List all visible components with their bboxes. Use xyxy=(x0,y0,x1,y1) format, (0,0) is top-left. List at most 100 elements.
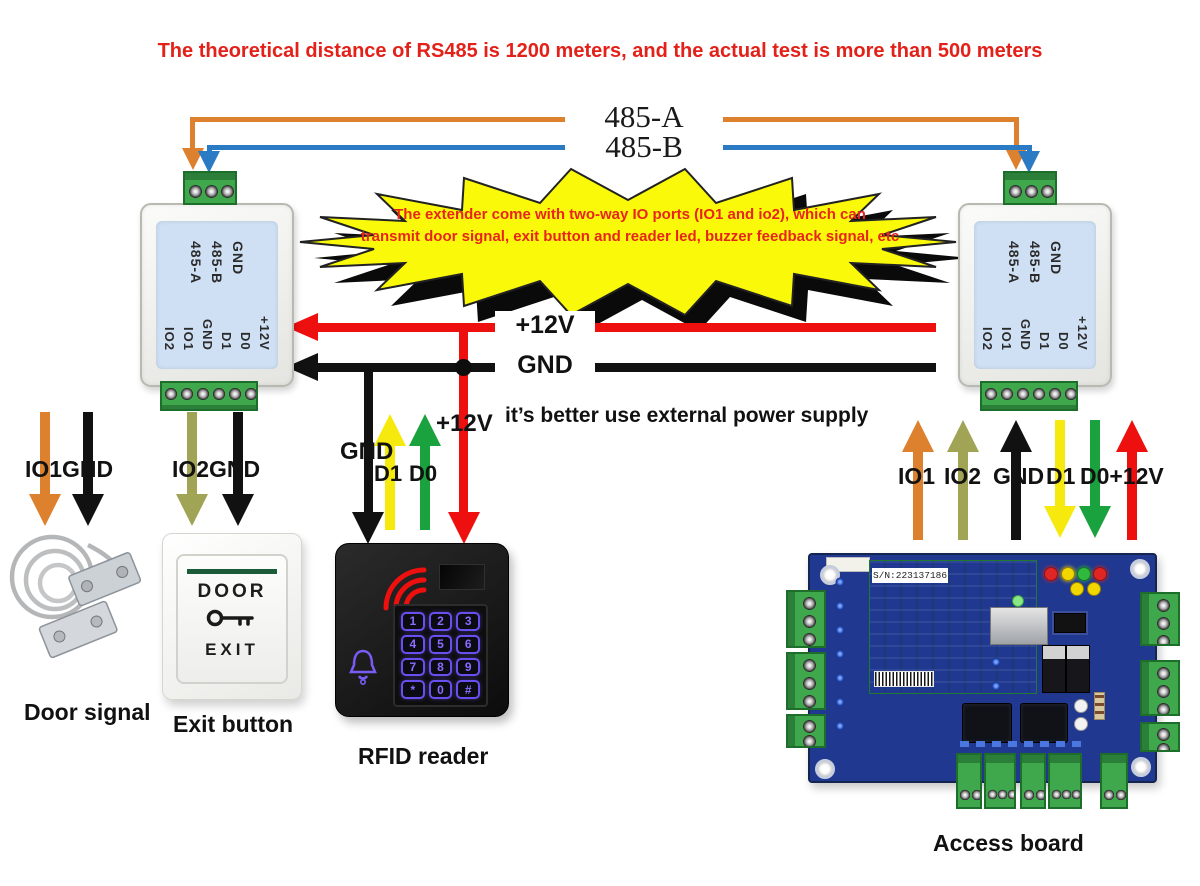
wire-485a-drop-left xyxy=(190,117,195,150)
capacitor-column xyxy=(834,571,846,737)
capacitor xyxy=(1074,717,1088,731)
io2-wire xyxy=(187,412,197,496)
port-label: 485-A xyxy=(188,241,204,285)
port-label: GND xyxy=(230,241,246,276)
page-title: The theoretical distance of RS485 is 120… xyxy=(157,40,1043,62)
board-12v-arrow xyxy=(1116,420,1148,452)
reader-d0-arrow xyxy=(409,414,441,446)
rfid-key: 9 xyxy=(456,657,480,677)
board-left-terminal xyxy=(786,652,826,710)
port-label: D0 xyxy=(1056,332,1071,351)
right-extender-top-ports: GND 485-B 485-A xyxy=(974,241,1096,284)
mounting-hole xyxy=(1131,757,1151,777)
port-label: +12V xyxy=(257,316,272,351)
rfid-key: # xyxy=(456,680,480,699)
rfid-key: 3 xyxy=(456,612,480,631)
serial-number-label: S/N:223137186 xyxy=(872,568,948,583)
exit-button-label: Exit button xyxy=(173,711,294,737)
board-gnd-label: GND xyxy=(993,463,1045,489)
access-board-device: S/N:223137186 xyxy=(808,553,1157,783)
door-gnd-label: GND xyxy=(62,456,114,482)
port-label: D1 xyxy=(219,332,234,351)
voltage-regulator xyxy=(1066,645,1090,693)
right-extender-bottom-ports: +12V D0 D1 GND IO1 IO2 xyxy=(974,316,1096,351)
port-label: IO2 xyxy=(980,327,995,351)
board-io1-arrow xyxy=(902,420,934,452)
board-gnd-arrow xyxy=(1000,420,1032,452)
relay xyxy=(962,703,1012,743)
board-bottom-terminal xyxy=(956,753,982,809)
diode-row xyxy=(960,741,1086,747)
reader-display xyxy=(439,564,485,590)
status-led-yellow xyxy=(1070,582,1084,596)
reader-12v-arrow xyxy=(448,512,480,544)
reader-keypad: 1 2 3 4 5 6 7 8 9 * 0 # xyxy=(393,604,488,707)
mounting-hole xyxy=(815,759,835,779)
status-led-yellow xyxy=(1061,567,1075,581)
exit-gnd-arrow xyxy=(222,494,254,526)
right-extender: GND 485-B 485-A +12V D0 D1 GND IO1 IO2 xyxy=(958,203,1112,387)
rfid-key: 7 xyxy=(401,657,425,677)
board-bottom-terminal xyxy=(984,753,1016,809)
reader-12v-branch xyxy=(459,332,468,514)
left-extender: GND 485-B 485-A +12V D0 D1 GND IO1 IO2 xyxy=(140,203,294,387)
left-extender-bottom-terminal xyxy=(160,381,258,411)
rfid-key: * xyxy=(401,680,425,699)
access-board-label: Access board xyxy=(933,830,1084,856)
doorbell-icon xyxy=(349,649,377,685)
wire-gnd-label: GND xyxy=(495,351,595,380)
wire-485b-drop-left xyxy=(207,145,212,153)
board-left-terminal xyxy=(786,714,826,748)
reader-gnd-branch xyxy=(364,368,373,514)
exit-button-door-text: DOOR xyxy=(197,581,267,602)
magnet-plate-small xyxy=(38,600,118,659)
callout-line2: transmit door signal, exit button and re… xyxy=(360,228,900,245)
port-label: IO1 xyxy=(181,327,196,351)
status-led-red xyxy=(1093,567,1107,581)
board-d0-arrow xyxy=(1079,506,1111,538)
board-d1-arrow xyxy=(1044,506,1076,538)
door-signal-label: Door signal xyxy=(24,699,151,725)
key-icon xyxy=(206,609,254,627)
callout-line1: The extender come with two-way IO ports … xyxy=(394,206,866,223)
wire-485a-drop-right xyxy=(1014,117,1019,150)
exit-button-device: DOOR EXIT xyxy=(162,533,302,700)
port-label: GND xyxy=(1018,319,1033,351)
left-extender-bottom-ports: +12V D0 D1 GND IO1 IO2 xyxy=(156,316,278,351)
exit-button-stripe xyxy=(187,569,277,574)
board-io2-wire xyxy=(958,450,968,540)
reader-d1-wire xyxy=(385,444,395,530)
port-label: GND xyxy=(200,319,215,351)
reader-d0-wire xyxy=(420,444,430,530)
voltage-regulator xyxy=(1042,645,1066,693)
board-right-terminal xyxy=(1140,592,1180,646)
port-label: 485-B xyxy=(1027,241,1043,285)
left-extender-top-terminal xyxy=(183,171,237,205)
rfid-key: 4 xyxy=(401,634,425,654)
rfid-key: 0 xyxy=(428,680,453,699)
left-extender-top-ports: GND 485-B 485-A xyxy=(156,241,278,284)
board-bottom-terminal xyxy=(1048,753,1082,809)
status-led-yellow xyxy=(1087,582,1101,596)
mounting-hole xyxy=(1130,559,1150,579)
status-led-red xyxy=(1044,567,1058,581)
rfid-key: 5 xyxy=(428,634,453,654)
board-bottom-terminal xyxy=(1020,753,1046,809)
port-label: 485-B xyxy=(209,241,225,285)
relay xyxy=(1020,703,1068,743)
wire-485b-label: 485-B xyxy=(565,131,723,162)
board-12v-wire xyxy=(1127,450,1137,540)
ethernet-port xyxy=(990,607,1048,645)
door-gnd-arrow xyxy=(72,494,104,526)
reader-d1-label: D1 xyxy=(374,461,403,486)
board-bottom-terminal xyxy=(1100,753,1128,809)
magnet-plate-large xyxy=(68,552,142,607)
wire-485a-label: 485-A xyxy=(565,101,723,132)
junction-dot xyxy=(455,359,472,376)
capacitor-column xyxy=(990,651,1002,697)
wire-485b-drop-right xyxy=(1027,145,1032,153)
port-label: IO1 xyxy=(999,327,1014,351)
io1-label: IO1 xyxy=(25,456,63,482)
reader-12v-label: +12V xyxy=(436,410,493,437)
